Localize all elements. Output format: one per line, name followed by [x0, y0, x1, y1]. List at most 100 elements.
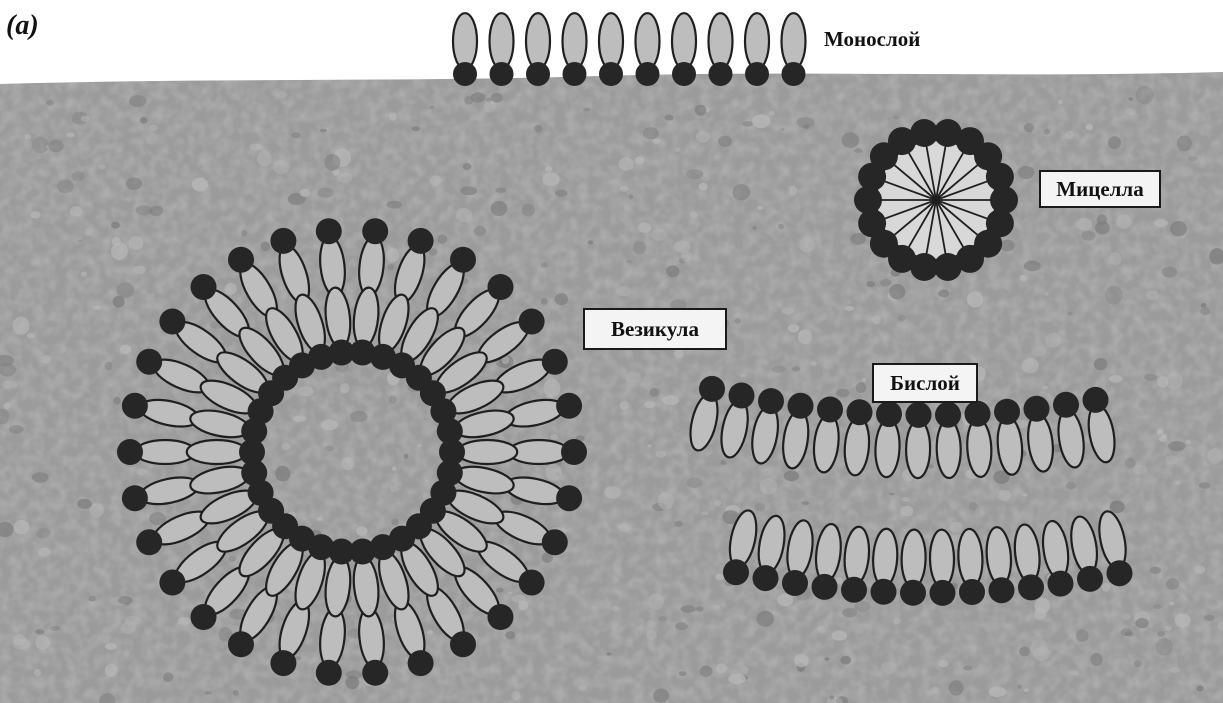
water-speckle [620, 186, 629, 192]
water-speckle [389, 113, 397, 121]
water-speckle [1021, 358, 1039, 373]
water-speckle [583, 108, 590, 112]
lipid-head [782, 62, 806, 86]
water-speckle [132, 266, 146, 274]
lipid-head [847, 399, 873, 425]
water-speckle [460, 186, 477, 195]
lipid-head [1077, 566, 1103, 592]
water-speckle [257, 151, 272, 167]
water-speckle [340, 383, 350, 393]
water-speckle [1000, 240, 1015, 252]
water-speckle [715, 574, 724, 581]
lipid-head [876, 401, 902, 427]
lipid-head [561, 439, 587, 465]
water-speckle [228, 556, 236, 562]
lipid-molecule [930, 530, 956, 606]
water-speckle [484, 100, 496, 112]
lipid-molecule [745, 13, 769, 86]
water-speckle [658, 616, 668, 621]
water-speckle [679, 671, 687, 676]
water-speckle [620, 401, 629, 411]
water-speckle [113, 397, 121, 405]
water-speckle [1154, 219, 1168, 227]
lipid-tail [490, 13, 514, 69]
lipid-head [563, 62, 587, 86]
water-speckle [649, 388, 659, 397]
water-speckle [1030, 639, 1048, 657]
lipid-head [316, 218, 342, 244]
water-speckle [298, 386, 314, 396]
water-speckle [1207, 448, 1223, 463]
lipid-head [316, 660, 342, 686]
water-speckle [802, 501, 809, 505]
lipid-tail [930, 530, 955, 588]
water-speckle [293, 416, 306, 422]
water-speckle [1181, 457, 1186, 460]
water-speckle [126, 177, 142, 190]
water-speckle [1168, 441, 1185, 451]
water-speckle [140, 117, 147, 124]
lipid-head [699, 376, 725, 402]
water-speckle [854, 148, 863, 153]
water-speckle [291, 132, 300, 138]
lipid-tail [526, 13, 550, 69]
water-speckle [1125, 458, 1136, 468]
water-speckle [1200, 307, 1210, 315]
water-speckle [1153, 604, 1163, 609]
lipid-molecule [906, 402, 932, 478]
lipid-head [986, 163, 1014, 191]
water-speckle [1157, 376, 1168, 387]
water-speckle [666, 265, 679, 277]
water-speckle [105, 664, 118, 678]
water-speckle [784, 471, 799, 482]
water-speckle [1162, 267, 1177, 278]
water-speckle [1157, 631, 1165, 637]
water-speckle [341, 457, 354, 470]
water-speckle [129, 236, 144, 250]
lipid-head [450, 631, 476, 657]
water-speckle [893, 618, 900, 625]
water-speckle [77, 499, 92, 509]
water-speckle [35, 635, 50, 650]
monolayer-label: Монослой [824, 27, 920, 51]
water-speckle [716, 663, 727, 673]
lipid-head [959, 579, 985, 605]
water-speckle [889, 284, 905, 300]
water-speckle [720, 460, 726, 465]
lipid-head [990, 186, 1018, 214]
water-speckle [931, 687, 940, 693]
water-speckle [653, 689, 669, 703]
water-speckle [491, 201, 508, 216]
water-speckle [1185, 440, 1191, 445]
water-speckle [1199, 482, 1211, 488]
water-speckle [534, 125, 542, 132]
water-speckle [430, 175, 442, 186]
lipid-head [812, 574, 838, 600]
water-speckle [27, 333, 35, 338]
water-speckle [695, 105, 706, 116]
water-speckle [541, 298, 548, 305]
water-speckle [898, 315, 905, 322]
lipid-head [191, 274, 217, 300]
water-speckle [111, 242, 128, 260]
lipid-head [788, 393, 814, 419]
lipid-head [122, 393, 148, 419]
water-speckle [1066, 482, 1076, 490]
water-speckle [1150, 567, 1161, 574]
lipid-head [556, 485, 582, 511]
lipid-head [488, 604, 514, 630]
water-speckle [456, 208, 473, 222]
water-speckle [30, 211, 40, 218]
water-speckle [893, 116, 900, 120]
water-speckle [728, 674, 746, 684]
water-speckle [124, 650, 130, 656]
water-speckle [1177, 136, 1192, 152]
water-speckle [842, 608, 857, 618]
water-speckle [356, 526, 367, 536]
water-speckle [1034, 607, 1046, 620]
water-speckle [611, 606, 620, 612]
lipid-molecule [599, 13, 623, 86]
water-speckle [1023, 494, 1028, 497]
lipid-head [437, 418, 463, 444]
water-speckle [681, 251, 692, 262]
